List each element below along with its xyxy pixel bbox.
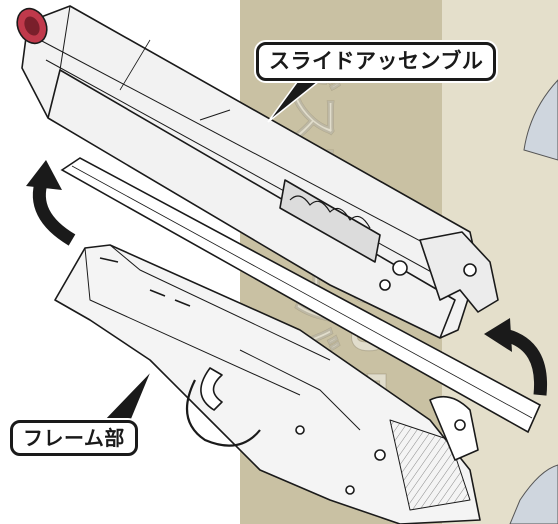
side-object bbox=[523, 79, 558, 161]
muzzle-cap bbox=[16, 7, 48, 45]
rotate-right-arrow-icon bbox=[484, 318, 548, 396]
frame-part bbox=[54, 244, 481, 524]
frame-part-label: フレーム部 bbox=[10, 420, 138, 456]
slide-assembly-label: スライドアッセンブル bbox=[256, 42, 497, 81]
guide-rod bbox=[60, 157, 542, 434]
slide-assembly bbox=[21, 5, 499, 339]
rotate-left-arrow-icon bbox=[26, 160, 76, 246]
side-object-base bbox=[509, 464, 558, 524]
